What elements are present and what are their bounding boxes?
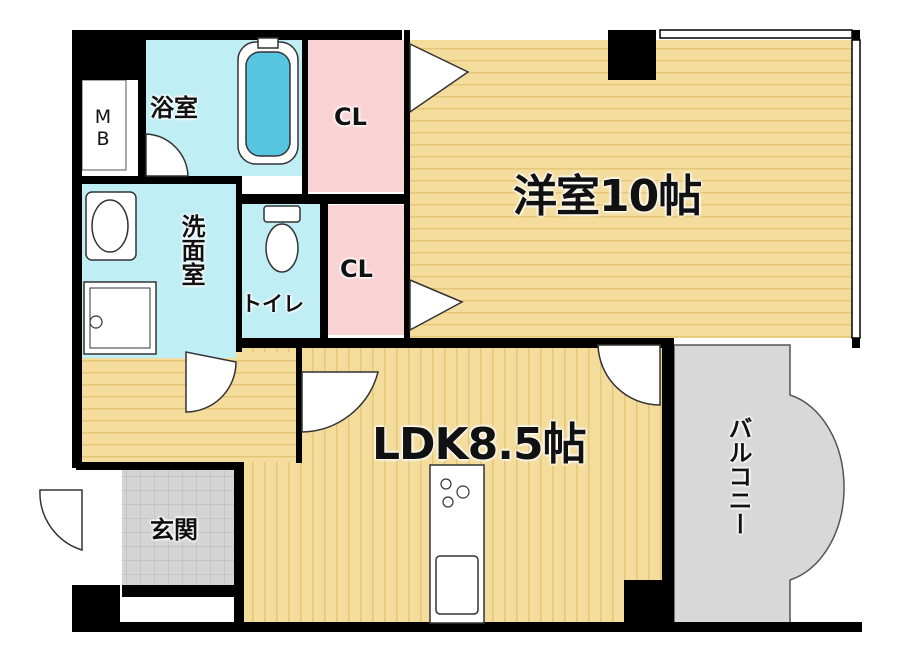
walls	[72, 30, 862, 632]
western-room-label: 洋室10帖	[513, 171, 702, 222]
kitchen-counter	[429, 464, 485, 624]
windows	[659, 29, 861, 339]
closet-door-markers	[409, 42, 470, 332]
bathtub	[237, 37, 299, 165]
closet-lower-label: CL	[340, 255, 373, 283]
closet-lower-floor	[326, 205, 404, 335]
meter-box-label: MB	[92, 106, 114, 150]
closet-upper-floor	[306, 40, 404, 192]
western-room-floor	[408, 40, 852, 338]
washing-machine-pan	[83, 281, 157, 355]
entrance-label: 玄関	[150, 516, 198, 544]
bathroom-label: 浴室	[150, 94, 198, 122]
toilet-fixture	[263, 205, 301, 273]
entrance-floor	[122, 468, 234, 588]
door-swings	[39, 133, 661, 552]
closet-upper-label: CL	[334, 103, 367, 131]
ldk-label: LDK8.5帖	[372, 419, 587, 470]
washroom-label: 洗面室	[177, 214, 205, 286]
balcony-label: バルコニー	[724, 416, 752, 536]
toilet-label: トイレ	[241, 292, 304, 316]
washbasin	[85, 191, 137, 261]
balcony-floor	[673, 344, 845, 626]
